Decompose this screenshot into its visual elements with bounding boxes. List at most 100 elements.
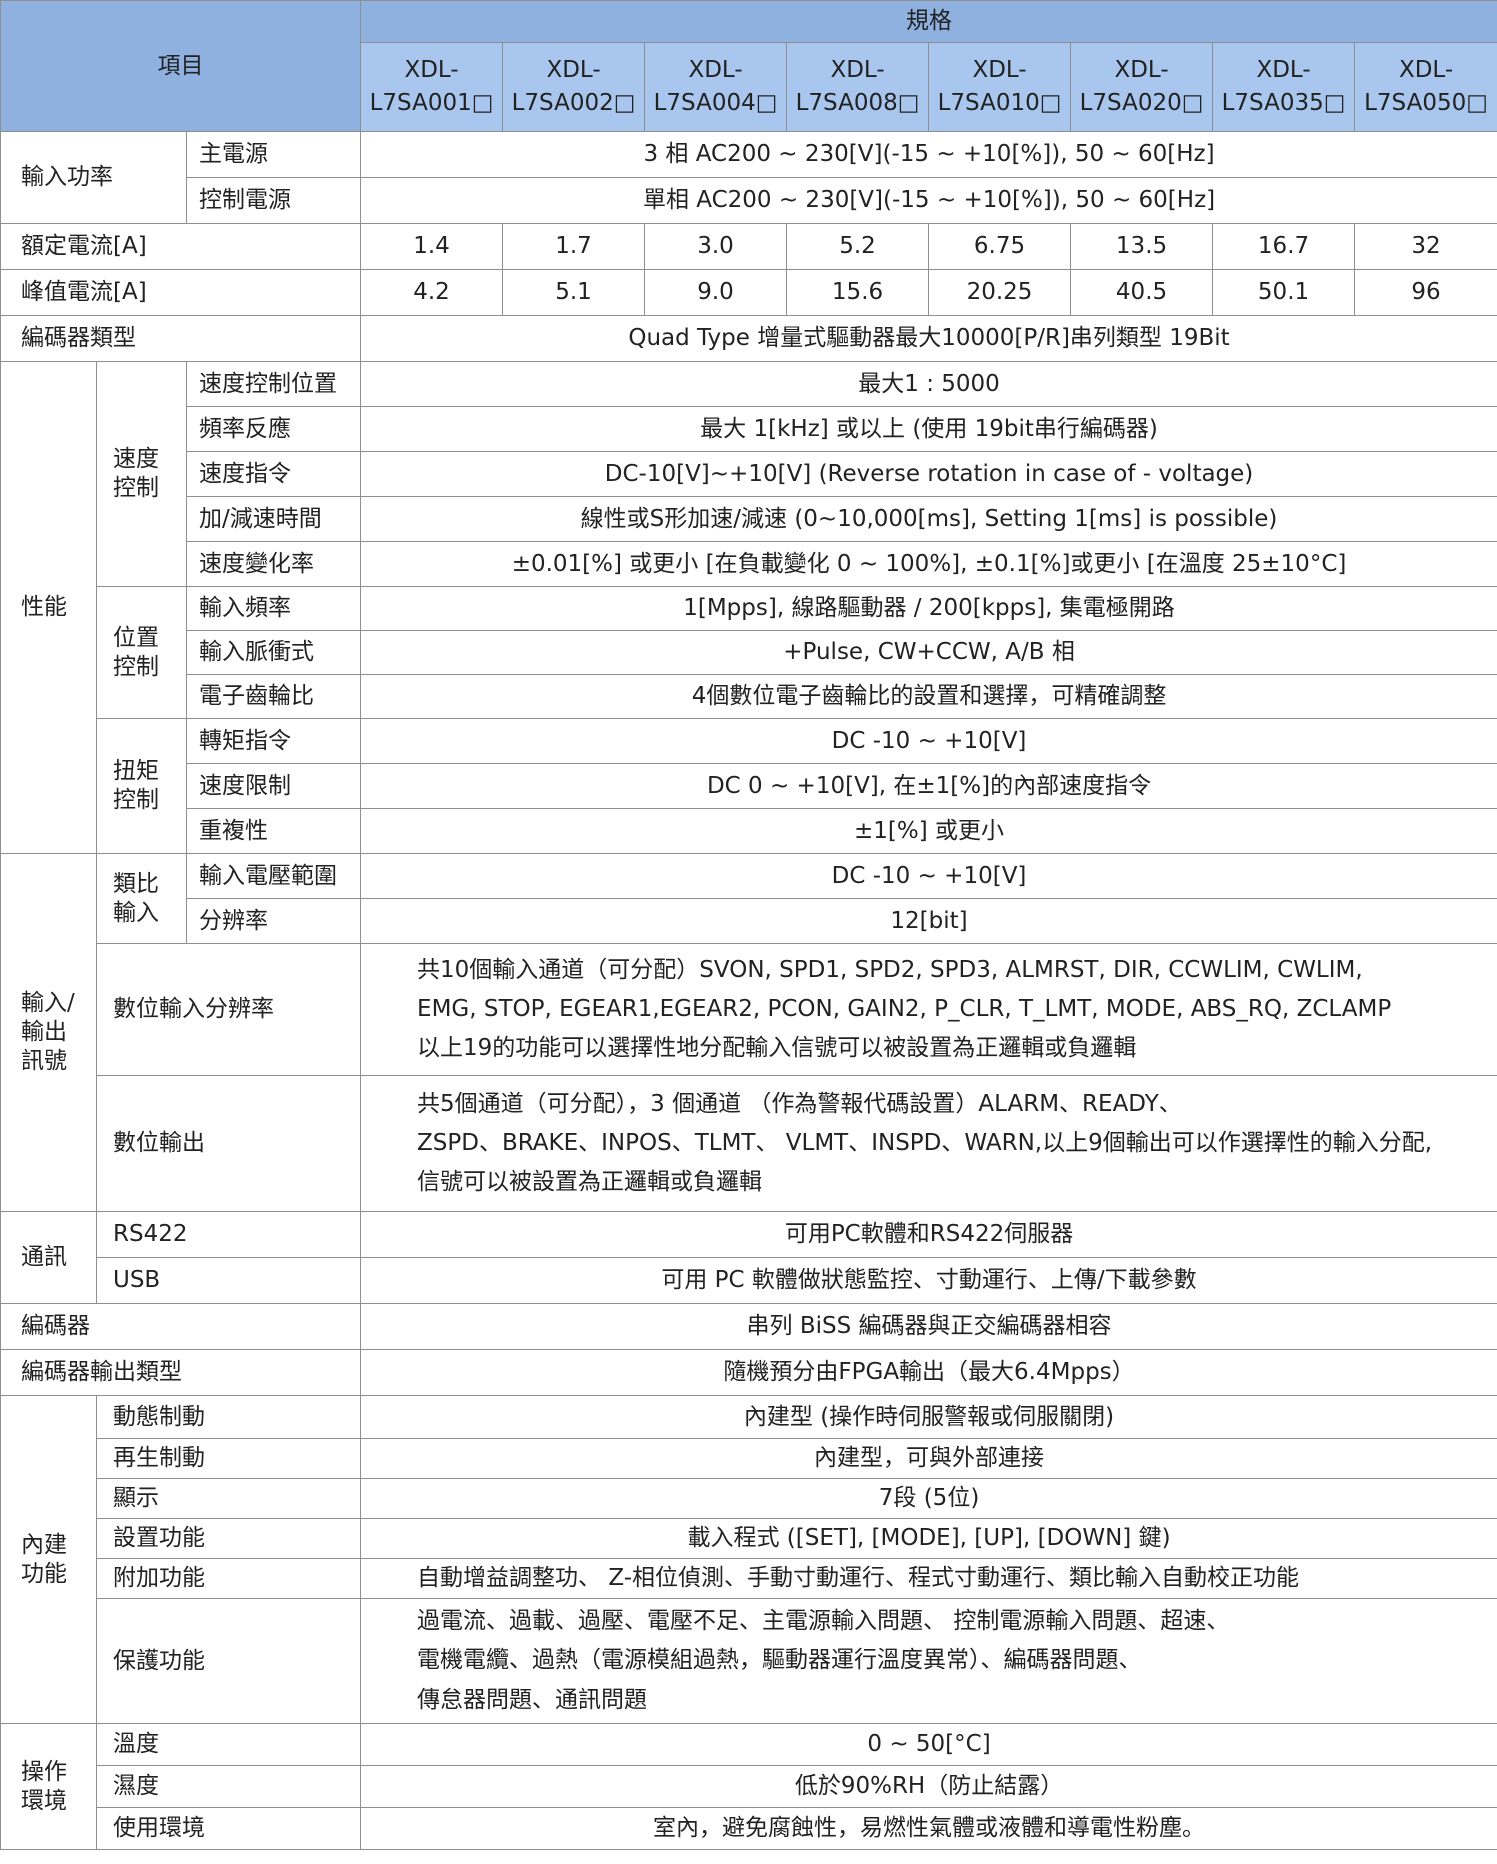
row-position-pulse: 輸入脈衝式 +Pulse, CW+CCW, A/B 相 bbox=[1, 630, 1497, 675]
protection-label: 保護功能 bbox=[95, 1598, 362, 1724]
row-torque-repeatability: 重複性 ±1[%] 或更小 bbox=[1, 808, 1497, 854]
digital-output-label: 數位輸出 bbox=[95, 1075, 362, 1212]
header-spec: 規格 bbox=[360, 0, 1497, 43]
analog-row-value: 12[bit] bbox=[360, 898, 1497, 944]
builtin-label: 內建功能 bbox=[0, 1395, 97, 1724]
peak-current-value: 96 bbox=[1354, 269, 1497, 316]
comm-row-value: 可用PC軟體和RS422伺服器 bbox=[360, 1211, 1497, 1258]
peak-current-value: 15.6 bbox=[786, 269, 930, 316]
peak-current-value: 50.1 bbox=[1212, 269, 1356, 316]
main-power-label: 主電源 bbox=[185, 131, 362, 178]
position-row-value: 1[Mpps], 線路驅動器 / 200[kpps], 集電極開路 bbox=[360, 586, 1497, 631]
comm-label: 通訊 bbox=[0, 1211, 97, 1304]
row-usage: 使用環境 室內，避免腐蝕性，易燃性氣體或液體和導電性粉塵。 bbox=[1, 1807, 1497, 1850]
comm-row-label: USB bbox=[95, 1257, 362, 1304]
digital-input-value: 共10個輸入通道（可分配）SVON, SPD1, SPD2, SPD3, ALM… bbox=[360, 943, 1497, 1076]
row-speed-command: 速度指令 DC-10[V]~+10[V] (Reverse rotation i… bbox=[1, 451, 1497, 497]
position-row-value: +Pulse, CW+CCW, A/B 相 bbox=[360, 630, 1497, 675]
encoder-output-label: 編碼器輸出類型 bbox=[0, 1349, 362, 1396]
row-speed-position: 性能 速度控制 速度控制位置 最大1 : 5000 bbox=[0, 361, 1497, 854]
speed-control-label: 速度控制 bbox=[96, 361, 187, 587]
row-control-power: 控制電源 單相 AC200 ~ 230[V](-15 ~ +10[%]), 50… bbox=[1, 177, 1497, 224]
position-row-label: 輸入頻率 bbox=[185, 586, 362, 631]
row-usb: USB 可用 PC 軟體做狀態監控、寸動運行、上傳/下載參數 bbox=[1, 1257, 1497, 1304]
row-speed-accel: 加/減速時間 線性或S形加速/減速 (0~10,000[ms], Setting… bbox=[1, 496, 1497, 542]
row-torque-command: 扭矩控制 轉矩指令 DC -10 ~ +10[V] bbox=[1, 718, 1497, 854]
position-control-label: 位置控制 bbox=[96, 586, 187, 719]
rated-current-value: 6.75 bbox=[928, 223, 1072, 270]
rated-current-value: 3.0 bbox=[644, 223, 788, 270]
row-position-gear: 電子齒輪比 4個數位電子齒輪比的設置和選擇，可精確調整 bbox=[1, 674, 1497, 719]
row-torque-speed-limit: 速度限制 DC 0 ~ +10[V], 在±1[%]的內部速度指令 bbox=[1, 763, 1497, 809]
usage-value: 室內，避免腐蝕性，易燃性氣體或液體和導電性粉塵。 bbox=[360, 1807, 1497, 1850]
speed-row-value: ±0.01[%] 或更小 [在負載變化 0 ~ 100%], ±0.1[%]或更… bbox=[360, 541, 1497, 587]
control-power-label: 控制電源 bbox=[185, 177, 362, 224]
row-speed-frequency: 頻率反應 最大 1[kHz] 或以上 (使用 19bit串行編碼器) bbox=[1, 406, 1497, 452]
torque-row-label: 重複性 bbox=[185, 808, 362, 854]
peak-current-value: 20.25 bbox=[928, 269, 1072, 316]
comm-row-value: 可用 PC 軟體做狀態監控、寸動運行、上傳/下載參數 bbox=[360, 1257, 1497, 1304]
encoder-type-value: Quad Type 增量式驅動器最大10000[P/R]串列類型 19Bit bbox=[360, 315, 1497, 362]
protection-value: 過電流、過載、過壓、電壓不足、主電源輸入問題、 控制電源輸入問題、超速、 電機電… bbox=[360, 1598, 1497, 1724]
comm-row-label: RS422 bbox=[95, 1211, 362, 1258]
additional-value: 自動增益調整功、 Z-相位偵測、手動寸動運行、程式寸動運行、類比輸入自動校正功能 bbox=[360, 1558, 1497, 1599]
analog-row-value: DC -10 ~ +10[V] bbox=[360, 853, 1497, 899]
speed-row-value: 最大1 : 5000 bbox=[360, 361, 1497, 407]
torque-row-value: ±1[%] 或更小 bbox=[360, 808, 1497, 854]
encoder-value: 串列 BiSS 編碼器與正交編碼器相容 bbox=[360, 1303, 1497, 1350]
encoder-label: 編碼器 bbox=[0, 1303, 362, 1350]
speed-row-value: 線性或S形加速/減速 (0~10,000[ms], Setting 1[ms] … bbox=[360, 496, 1497, 542]
row-digital-input: 數位輸入分辨率 共10個輸入通道（可分配）SVON, SPD1, SPD2, S… bbox=[1, 943, 1497, 1076]
humidity-value: 低於90%RH（防止結露） bbox=[360, 1765, 1497, 1808]
speed-row-label: 加/減速時間 bbox=[185, 496, 362, 542]
row-rated-current: 額定電流[A] 1.4 1.7 3.0 5.2 6.75 13.5 16.7 3… bbox=[0, 223, 1497, 270]
rated-current-value: 1.7 bbox=[502, 223, 646, 270]
rated-current-label: 額定電流[A] bbox=[0, 223, 362, 270]
dynamic-brake-value: 內建型 (操作時伺服警報或伺服關閉) bbox=[360, 1395, 1497, 1439]
header-item: 項目 bbox=[0, 0, 362, 132]
analog-row-label: 分辨率 bbox=[185, 898, 362, 944]
humidity-label: 濕度 bbox=[95, 1765, 362, 1808]
rated-current-value: 13.5 bbox=[1070, 223, 1214, 270]
torque-row-label: 轉矩指令 bbox=[185, 718, 362, 764]
row-encoder-type: 編碼器類型 Quad Type 增量式驅動器最大10000[P/R]串列類型 1… bbox=[0, 315, 1497, 362]
row-dynamic-brake: 內建功能 動態制動 內建型 (操作時伺服警報或伺服關閉) bbox=[0, 1395, 1497, 1724]
row-protection: 保護功能 過電流、過載、過壓、電壓不足、主電源輸入問題、 控制電源輸入問題、超速… bbox=[1, 1598, 1497, 1724]
digital-input-label: 數位輸入分辨率 bbox=[95, 943, 362, 1076]
model-header: XDL-L7SA002□ bbox=[502, 42, 646, 132]
regen-brake-value: 內建型，可與外部連接 bbox=[360, 1438, 1497, 1479]
input-power-label: 輸入功率 bbox=[0, 131, 187, 224]
row-regen-brake: 再生制動 內建型，可與外部連接 bbox=[1, 1438, 1497, 1479]
regen-brake-label: 再生制動 bbox=[95, 1438, 362, 1479]
speed-row-label: 速度控制位置 bbox=[185, 361, 362, 407]
row-temperature: 操作環境 溫度 0 ~ 50[°C] bbox=[0, 1723, 1497, 1850]
row-main-power: 輸入功率 主電源 3 相 AC200 ~ 230[V](-15 ~ +10[%]… bbox=[0, 131, 1497, 224]
peak-current-value: 40.5 bbox=[1070, 269, 1214, 316]
position-row-label: 電子齒輪比 bbox=[185, 674, 362, 719]
model-header: XDL-L7SA020□ bbox=[1070, 42, 1214, 132]
io-label: 輸入/輸出訊號 bbox=[0, 853, 97, 1212]
speed-row-label: 頻率反應 bbox=[185, 406, 362, 452]
model-header: XDL-L7SA010□ bbox=[928, 42, 1072, 132]
display-value: 7段 (5位) bbox=[360, 1478, 1497, 1519]
position-row-label: 輸入脈衝式 bbox=[185, 630, 362, 675]
temperature-value: 0 ~ 50[°C] bbox=[360, 1723, 1497, 1766]
speed-row-label: 速度變化率 bbox=[185, 541, 362, 587]
digital-output-value: 共5個通道（可分配），3 個通道 （作為警報代碼設置）ALARM、READY、 … bbox=[360, 1075, 1497, 1212]
display-label: 顯示 bbox=[95, 1478, 362, 1519]
row-speed-variation: 速度變化率 ±0.01[%] 或更小 [在負載變化 0 ~ 100%], ±0.… bbox=[1, 541, 1497, 587]
row-peak-current: 峰值電流[A] 4.2 5.1 9.0 15.6 20.25 40.5 50.1… bbox=[0, 269, 1497, 316]
torque-row-value: DC -10 ~ +10[V] bbox=[360, 718, 1497, 764]
row-encoder-output: 編碼器輸出類型 隨機預分由FPGA輸出（最大6.4Mpps） bbox=[0, 1349, 1497, 1396]
speed-row-value: 最大 1[kHz] 或以上 (使用 19bit串行編碼器) bbox=[360, 406, 1497, 452]
torque-row-label: 速度限制 bbox=[185, 763, 362, 809]
additional-label: 附加功能 bbox=[95, 1558, 362, 1599]
row-display: 顯示 7段 (5位) bbox=[1, 1478, 1497, 1519]
analog-row-label: 輸入電壓範圍 bbox=[185, 853, 362, 899]
performance-label: 性能 bbox=[0, 361, 97, 854]
model-header: XDL-L7SA004□ bbox=[644, 42, 788, 132]
row-humidity: 濕度 低於90%RH（防止結露） bbox=[1, 1765, 1497, 1808]
encoder-type-label: 編碼器類型 bbox=[0, 315, 362, 362]
model-header: XDL-L7SA008□ bbox=[786, 42, 930, 132]
